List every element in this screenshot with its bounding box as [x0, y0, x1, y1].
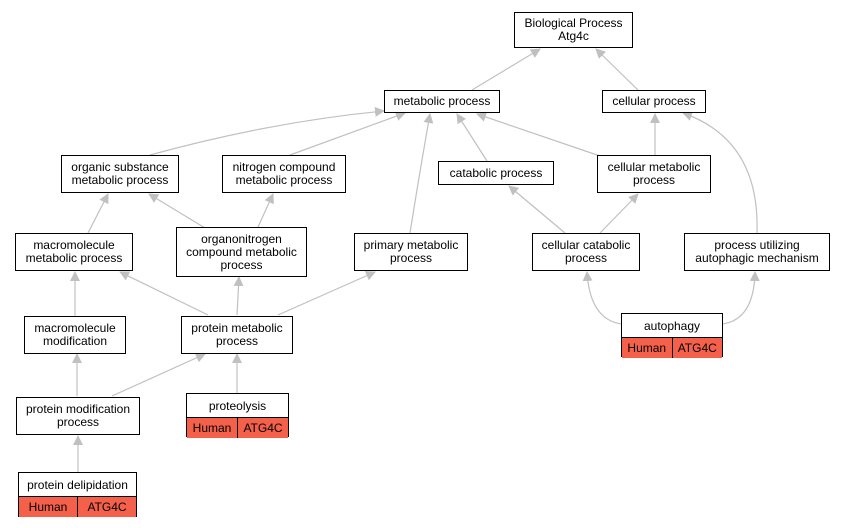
delipidation-title: protein delipidation — [19, 473, 136, 497]
edge-metabolic-root — [471, 48, 541, 91]
node-label: cellular process — [612, 94, 696, 108]
edge-organo-organic — [148, 193, 206, 229]
edge-autophagy-mechanism — [721, 271, 760, 325]
edge-protmeta-organo — [233, 276, 244, 316]
node-organic-substance[interactable]: organic substance metabolic process — [61, 155, 179, 193]
node-autophagic-mechanism[interactable]: process utilizing autophagic mechanism — [684, 233, 830, 271]
node-protein-delipidation[interactable]: protein delipidation Human ATG4C — [18, 472, 137, 517]
node-protein-metabolic[interactable]: protein metabolic process — [181, 316, 293, 354]
node-label: macromolecule modification — [34, 321, 116, 348]
node-catabolic-process[interactable]: catabolic process — [438, 161, 554, 185]
edge-organo-nitrogen — [257, 193, 274, 228]
gene-badge: ATG4C — [238, 418, 288, 438]
edge-cellcat-cellmeta — [599, 193, 639, 234]
node-macromolecule-modification[interactable]: macromolecule modification — [24, 316, 126, 354]
node-proteolysis[interactable]: proteolysis Human ATG4C — [186, 393, 289, 438]
node-label: nitrogen compound metabolic process — [232, 160, 336, 187]
node-label: protein metabolic process — [191, 321, 283, 348]
edge-cellular-root — [595, 48, 639, 91]
node-organonitrogen[interactable]: organonitrogen compound metabolic proces… — [176, 227, 307, 277]
node-metabolic-process[interactable]: metabolic process — [384, 90, 500, 113]
node-label: organic substance metabolic process — [71, 160, 169, 187]
node-label: organonitrogen compound metabolic proces… — [186, 231, 297, 272]
species-badge: Human — [622, 338, 673, 358]
species-badge: Human — [187, 418, 238, 438]
root-title: Biological Process — [524, 16, 623, 30]
node-autophagy[interactable]: autophagy Human ATG4C — [621, 313, 723, 358]
edge-cellcat-catabolic — [508, 185, 566, 234]
node-cellular-process[interactable]: cellular process — [602, 90, 706, 113]
edge-protmodif-protmeta — [111, 353, 206, 397]
node-primary-metabolic[interactable]: primary metabolic process — [354, 233, 468, 271]
node-label: primary metabolic process — [363, 238, 459, 265]
node-label: metabolic process — [393, 94, 491, 108]
edge-protmeta-macro — [119, 271, 209, 316]
node-label: cellular catabolic process — [541, 238, 631, 265]
node-root[interactable]: Biological Process Atg4c — [514, 12, 633, 48]
edge-mechanism-cellular — [682, 111, 758, 234]
species-badge: Human — [19, 497, 78, 517]
edge-organic-metabolic — [149, 106, 385, 156]
node-label: cellular metabolic process — [607, 160, 701, 187]
edge-nitrogen-metabolic — [289, 111, 406, 156]
node-nitrogen-compound[interactable]: nitrogen compound metabolic process — [222, 155, 346, 193]
edge-protmeta-primary — [277, 271, 376, 316]
edge-autophagy-cellcat — [582, 271, 623, 325]
node-label: process utilizing autophagic mechanism — [695, 238, 819, 265]
node-cellular-catabolic[interactable]: cellular catabolic process — [532, 233, 640, 271]
autophagy-title: autophagy — [622, 314, 722, 338]
edge-primary-metabolic — [409, 113, 434, 234]
node-macromolecule-metabolic[interactable]: macromolecule metabolic process — [15, 233, 133, 271]
edge-catabolic-metabolic — [456, 113, 488, 162]
edge-cellmeta-metabolic — [476, 112, 601, 157]
root-subtitle: Atg4c — [558, 29, 589, 43]
node-label: protein modification process — [25, 402, 131, 429]
gene-badge: ATG4C — [78, 497, 136, 517]
node-protein-modification[interactable]: protein modification process — [16, 397, 140, 435]
proteolysis-title: proteolysis — [187, 394, 288, 418]
edge-macro-organic — [87, 193, 109, 234]
node-cellular-metabolic[interactable]: cellular metabolic process — [597, 155, 711, 193]
gene-badge: ATG4C — [672, 338, 722, 358]
node-label: macromolecule metabolic process — [25, 238, 123, 265]
node-label: catabolic process — [449, 165, 543, 180]
